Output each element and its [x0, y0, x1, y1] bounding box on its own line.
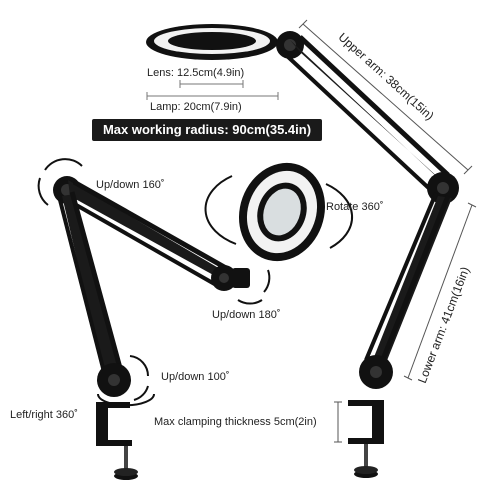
- clamp-dimension-line: [334, 401, 342, 443]
- lamp-dimension-line: [146, 92, 279, 100]
- lower-arm-dimension-line: [403, 202, 477, 381]
- updown-160-label: Up/down 160˚: [96, 179, 165, 191]
- rotation-arrows: [37, 158, 354, 407]
- updown-100-label: Up/down 100˚: [161, 371, 230, 383]
- lamp-size-label: Lamp: 20cm(7.9in): [150, 101, 242, 113]
- right-arm: [276, 31, 459, 478]
- upper-arm-dimension-line: [298, 19, 473, 175]
- lens-dimension-line: [179, 80, 244, 88]
- updown-180-label: Up/down 180˚: [212, 309, 281, 321]
- clamp-thickness-label: Max clamping thickness 5cm(2in): [154, 416, 317, 428]
- max-working-radius-banner: Max working radius: 90cm(35.4in): [92, 119, 322, 141]
- magnifier-head: [238, 162, 326, 262]
- left-arm: [53, 176, 250, 480]
- leftright-360-label: Left/right 360˚: [10, 409, 78, 421]
- lens-size-label: Lens: 12.5cm(4.9in): [147, 67, 245, 79]
- top-lamp-ring: [146, 24, 278, 60]
- rotate-360-label: Rotate 360˚: [326, 201, 384, 213]
